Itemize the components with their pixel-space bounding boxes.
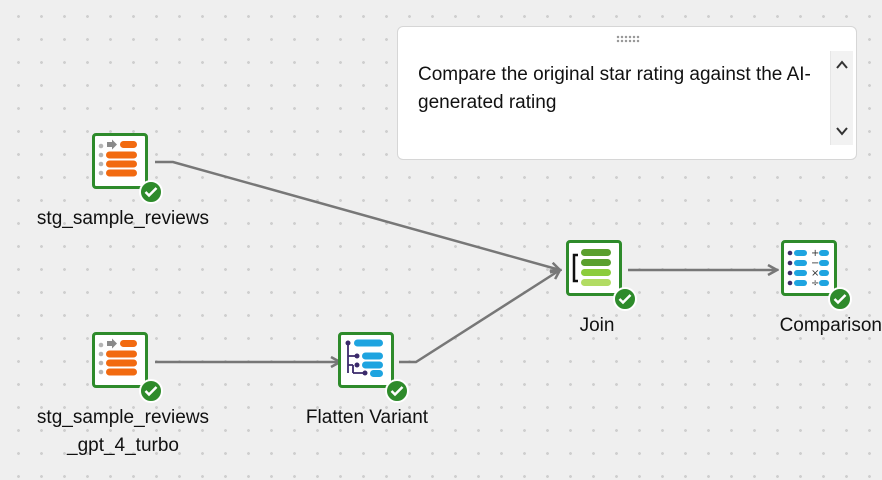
success-check-icon bbox=[385, 379, 409, 403]
sticky-note[interactable]: Compare the original star rating against… bbox=[397, 26, 857, 160]
success-check-icon bbox=[139, 379, 163, 403]
node-join[interactable]: Join bbox=[487, 240, 707, 340]
svg-text:−: − bbox=[811, 258, 819, 269]
node-label: Join bbox=[579, 315, 615, 336]
node-label: stg_sample_reviews _gpt_4_turbo bbox=[36, 407, 210, 456]
node-label: Flatten Variant bbox=[305, 407, 429, 428]
node-stg-sample-reviews[interactable]: stg_sample_reviews bbox=[13, 133, 233, 233]
svg-text:÷: ÷ bbox=[811, 278, 819, 289]
note-scrollbar[interactable] bbox=[830, 51, 853, 145]
drag-handle-icon[interactable] bbox=[616, 35, 640, 43]
svg-text:+: + bbox=[811, 248, 819, 259]
table-source-icon[interactable] bbox=[92, 332, 148, 388]
scroll-down-icon[interactable] bbox=[834, 123, 850, 139]
note-text[interactable]: Compare the original star rating against… bbox=[418, 64, 811, 113]
node-flatten-variant[interactable]: Flatten Variant bbox=[257, 332, 477, 432]
node-label: Comparison bbox=[779, 315, 882, 336]
flatten-variant-icon[interactable] bbox=[338, 332, 394, 388]
join-icon[interactable] bbox=[566, 240, 622, 296]
calculator-icon[interactable]: + − × ÷ bbox=[781, 240, 837, 296]
success-check-icon bbox=[828, 287, 852, 311]
success-check-icon bbox=[613, 287, 637, 311]
node-stg-sample-reviews-gpt-4-turbo[interactable]: stg_sample_reviews _gpt_4_turbo bbox=[13, 332, 233, 462]
svg-text:×: × bbox=[811, 268, 819, 279]
table-source-icon[interactable] bbox=[92, 133, 148, 189]
node-comparison[interactable]: + − × ÷ Comparison bbox=[700, 240, 882, 340]
scroll-up-icon[interactable] bbox=[834, 57, 850, 73]
node-label: stg_sample_reviews bbox=[36, 208, 210, 229]
success-check-icon bbox=[139, 180, 163, 204]
